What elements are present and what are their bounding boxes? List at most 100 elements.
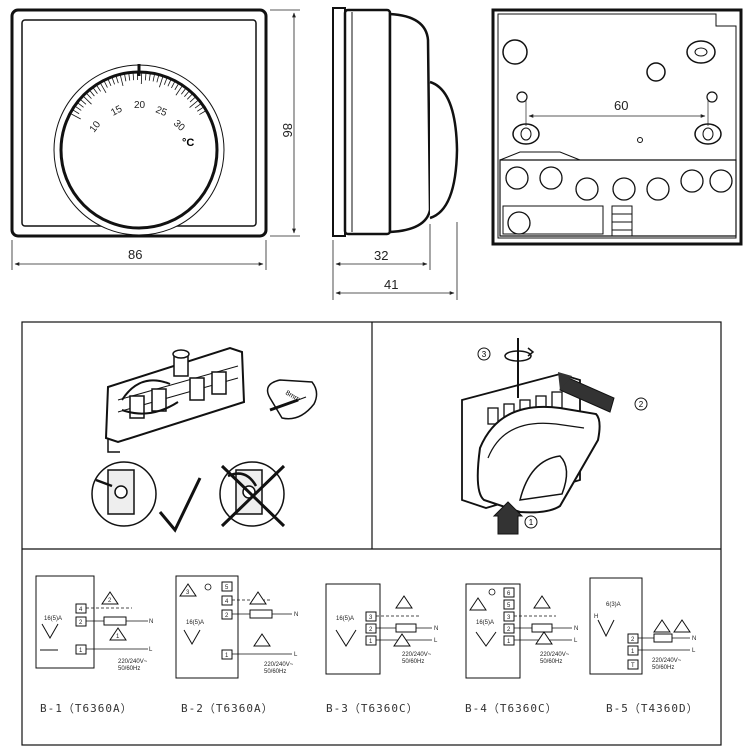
b2-live: L [294,652,298,658]
dial-tick-mark [123,73,127,82]
dial-label-20: 20 [134,100,146,111]
correct-connection-detail [91,461,202,533]
b2-terminal-4: 4 [225,599,229,605]
b3-live: L [434,638,438,644]
dial-label-15: 15 [109,104,124,119]
b5-live: L [692,648,696,654]
cover-mounting-illustration: 3 2 1 [461,338,648,535]
dial-tick-mark [72,109,80,115]
depth-dimension-label: 32 [374,248,388,263]
dial-tick-mark [189,96,197,103]
dial-tick-mark [175,85,183,96]
b2-terminal-2: 2 [225,613,229,619]
b4-neutral: N [574,626,578,632]
b5-terminal-1: 1 [631,649,635,655]
dial-tick-mark [69,113,81,120]
b5-supply: 220/240V~ [652,658,682,664]
back-view: 60 [491,8,743,246]
dial-tick-mark [199,110,207,115]
wiring-diagram-b1: 16(5)A 4 2 1 2 1 N L 220/240V~ 50/60Hz B… [35,575,153,715]
dial-tick-mark [167,78,172,87]
dial-tick-mark [111,76,115,85]
dial-tick-mark [82,95,92,105]
b4-live: L [574,638,578,644]
side-backplate [332,7,346,237]
wiring-diagrams: 16(5)A 4 2 1 2 1 N L 220/240V~ 50/60Hz B… [35,575,699,715]
b5-h-label: H [594,614,598,620]
dial-tick-mark [148,72,151,81]
b1-caption: B-1（T6360A） [40,702,133,715]
dial-tick-mark [92,86,98,94]
b5-caption: B-5（T4360D） [606,702,699,715]
dial-tick-mark [181,87,187,95]
dial-tick-mark [115,75,119,84]
dial-tick-mark [197,106,205,112]
b3-freq: 50/60Hz [402,659,424,665]
dial-tick-mark [194,102,202,109]
dial-tick-mark [88,89,95,97]
dial-tick-mark [107,78,112,87]
width-dimension-label: 86 [128,247,142,262]
dial-tick-mark [128,72,131,81]
b3-rating: 16(5)A [336,616,354,622]
dial-tick-mark [85,92,92,99]
terminal-wiring-illustration: 8mm [91,346,318,533]
b4-freq: 50/60Hz [540,659,562,665]
height-dimension-label: 86 [280,123,295,137]
wiring-diagram-b5: 6(3)A H 2 1 T N L 220/240V~ 50/60Hz B-5（… [589,577,699,715]
dial-tick-mark [159,75,164,88]
b1-supply: 220/240V~ [118,659,148,665]
b2-terminal-1: 1 [225,653,229,659]
dial-tick-mark [79,98,87,105]
b3-terminal-1: 1 [369,639,373,645]
dial-tick-mark [95,84,102,92]
dial-tick-mark [184,90,190,97]
b3-terminal-2: 2 [369,627,373,633]
dial-unit-celsius: °C [182,137,194,149]
wiring-diagram-b3: 16(5)A 3 2 1 N L 220/240V~ 50/60Hz B-3（T… [325,583,438,715]
b3-terminal-3: 3 [369,615,373,621]
b1-freq: 50/60Hz [118,666,140,672]
b5-terminal-2: 2 [631,637,635,643]
b4-terminal-5: 5 [507,603,511,609]
side-view: 32 41 [332,7,459,300]
dial-tick-mark [152,73,156,82]
b4-terminal-1: 1 [507,639,511,645]
b5-rating: 6(3)A [606,602,621,608]
temperature-dial: 10 15 20 25 30 °C [53,64,225,236]
incorrect-connection-detail [219,461,286,528]
back-housing [491,8,743,246]
b2-supply: 220/240V~ [264,662,294,668]
dial-tick-mark [119,74,124,87]
b2-terminal-5: 5 [225,585,229,591]
dial-tick-mark [74,105,82,111]
b4-supply: 220/240V~ [540,652,570,658]
installation-panel [21,321,722,746]
b4-terminal-6: 6 [507,591,511,597]
b1-mark-2: 2 [108,598,112,604]
b2-caption: B-2（T6360A） [181,702,274,715]
total-depth-dimension-label: 41 [384,277,398,292]
wire-strip-detail: 8mm [266,379,318,420]
dial-knob [59,70,219,230]
b1-neutral: N [149,619,153,625]
dial-tick-mark [163,77,168,85]
dial-label-25: 25 [154,105,169,120]
step-3-marker: 3 [482,350,487,359]
b2-freq: 50/60Hz [264,669,286,675]
b3-caption: B-3（T6360C） [326,702,419,715]
dial-tick-mark [132,72,135,81]
step-1-marker: 1 [529,518,534,527]
dial-tick-mark [174,82,180,91]
dial-tick-mark [186,93,194,100]
b1-terminal-4: 4 [79,607,83,613]
dial-tick-mark [144,72,147,81]
b4-terminal-3: 3 [507,615,511,621]
side-cover [388,12,432,234]
b2-neutral: N [294,612,298,618]
b4-caption: B-4（T6360C） [465,702,558,715]
dial-scale-ticks [69,72,207,120]
dial-tick-mark [156,74,160,83]
dial-tick-mark [76,102,84,108]
